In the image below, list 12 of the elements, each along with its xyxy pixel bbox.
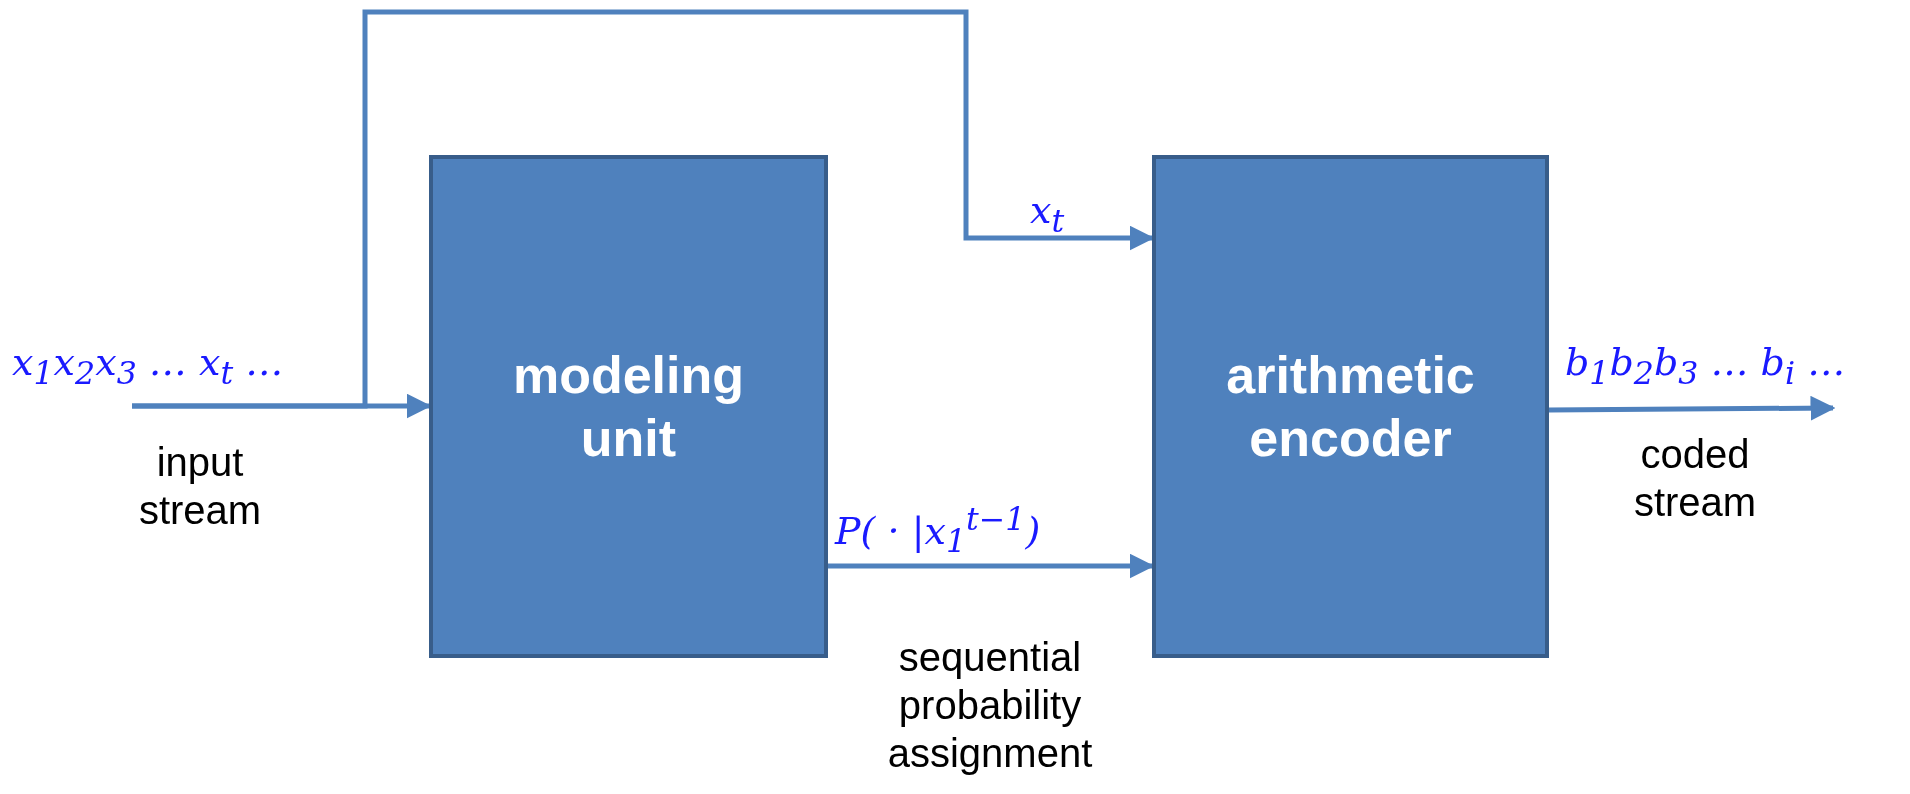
process-box [1152,155,1549,658]
edge-label: x$_{1}$x$_{2}$x$_{3}$ … x$_{t}$ … [12,340,284,392]
edge-label: b$_{1}$b$_{2}$b$_{3}$ … b$_{i}$ … [1565,340,1846,392]
caption-text: sequential probability assignment [886,634,1094,777]
process-box [429,155,828,658]
caption-text: input stream [137,439,263,534]
node-label: modeling unit [511,345,746,469]
caption-text: coded stream [1632,431,1758,526]
edge-label: P( · |x$_{1}$$^{t−1}$) [835,500,1041,561]
edge-label: x$_{t}$ [1030,188,1065,240]
node-label: arithmetic encoder [1225,345,1476,469]
arrow [1549,395,1836,421]
